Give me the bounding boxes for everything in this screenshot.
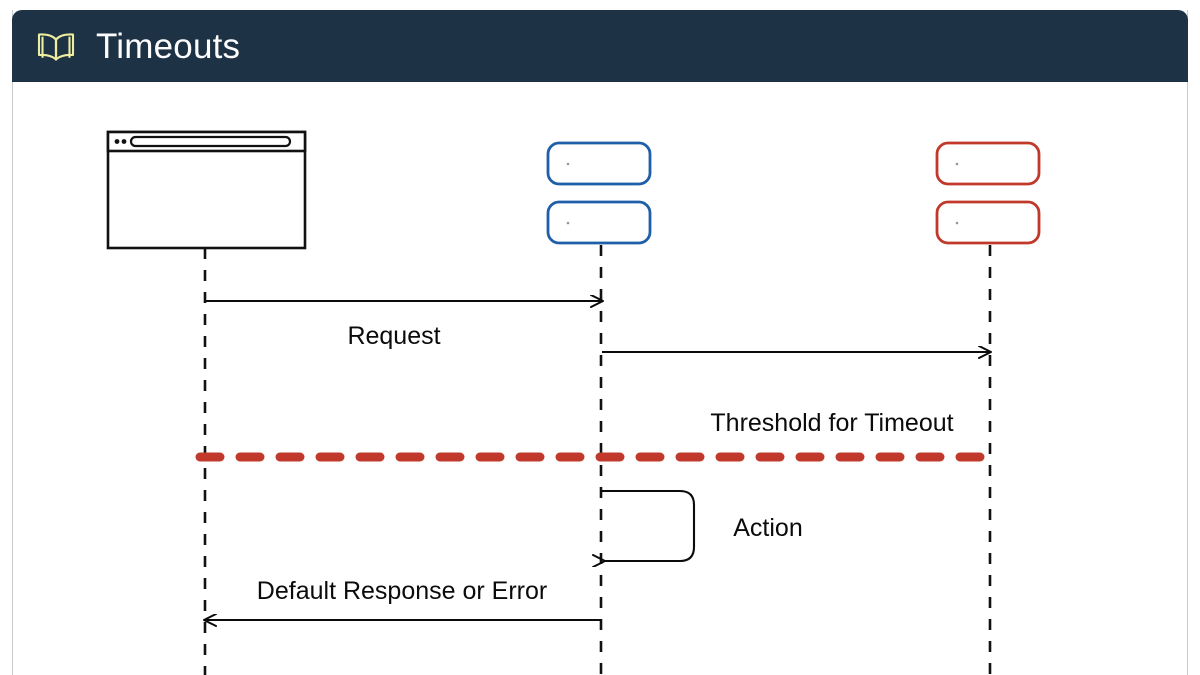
slide-header: Timeouts: [12, 10, 1188, 82]
open-book-icon: [37, 33, 75, 61]
service-box-top-marker: [566, 162, 570, 166]
participant-client-browser[interactable]: [106, 130, 307, 250]
participant-service[interactable]: [546, 141, 652, 245]
service-box-top[interactable]: [546, 141, 652, 186]
page-title: Timeouts: [96, 26, 241, 66]
downstream-box-bottom-marker: [955, 221, 959, 225]
message-default-response-label: Default Response or Error: [257, 577, 547, 605]
message-request: Request: [206, 301, 602, 350]
service-box-bottom-marker: [566, 221, 570, 225]
browser-nav-back-icon: [114, 139, 120, 144]
browser-nav-forward-icon: [121, 139, 127, 144]
downstream-box-bottom[interactable]: [935, 200, 1041, 245]
threshold-label: Threshold for Timeout: [710, 409, 953, 437]
message-action-label: Action: [733, 514, 802, 542]
browser-address-bar[interactable]: [129, 135, 292, 148]
message-action-arrow: [602, 489, 696, 561]
message-default-response: Default Response or Error: [205, 577, 601, 620]
message-request-label: Request: [347, 322, 440, 350]
participant-downstream[interactable]: [935, 141, 1041, 245]
downstream-box-top-marker: [955, 162, 959, 166]
message-action: Action: [602, 489, 803, 561]
downstream-box-top[interactable]: [935, 141, 1041, 186]
sequence-diagram: Request Threshold for Timeout Action Def…: [106, 130, 1041, 675]
service-box-bottom[interactable]: [546, 200, 652, 245]
